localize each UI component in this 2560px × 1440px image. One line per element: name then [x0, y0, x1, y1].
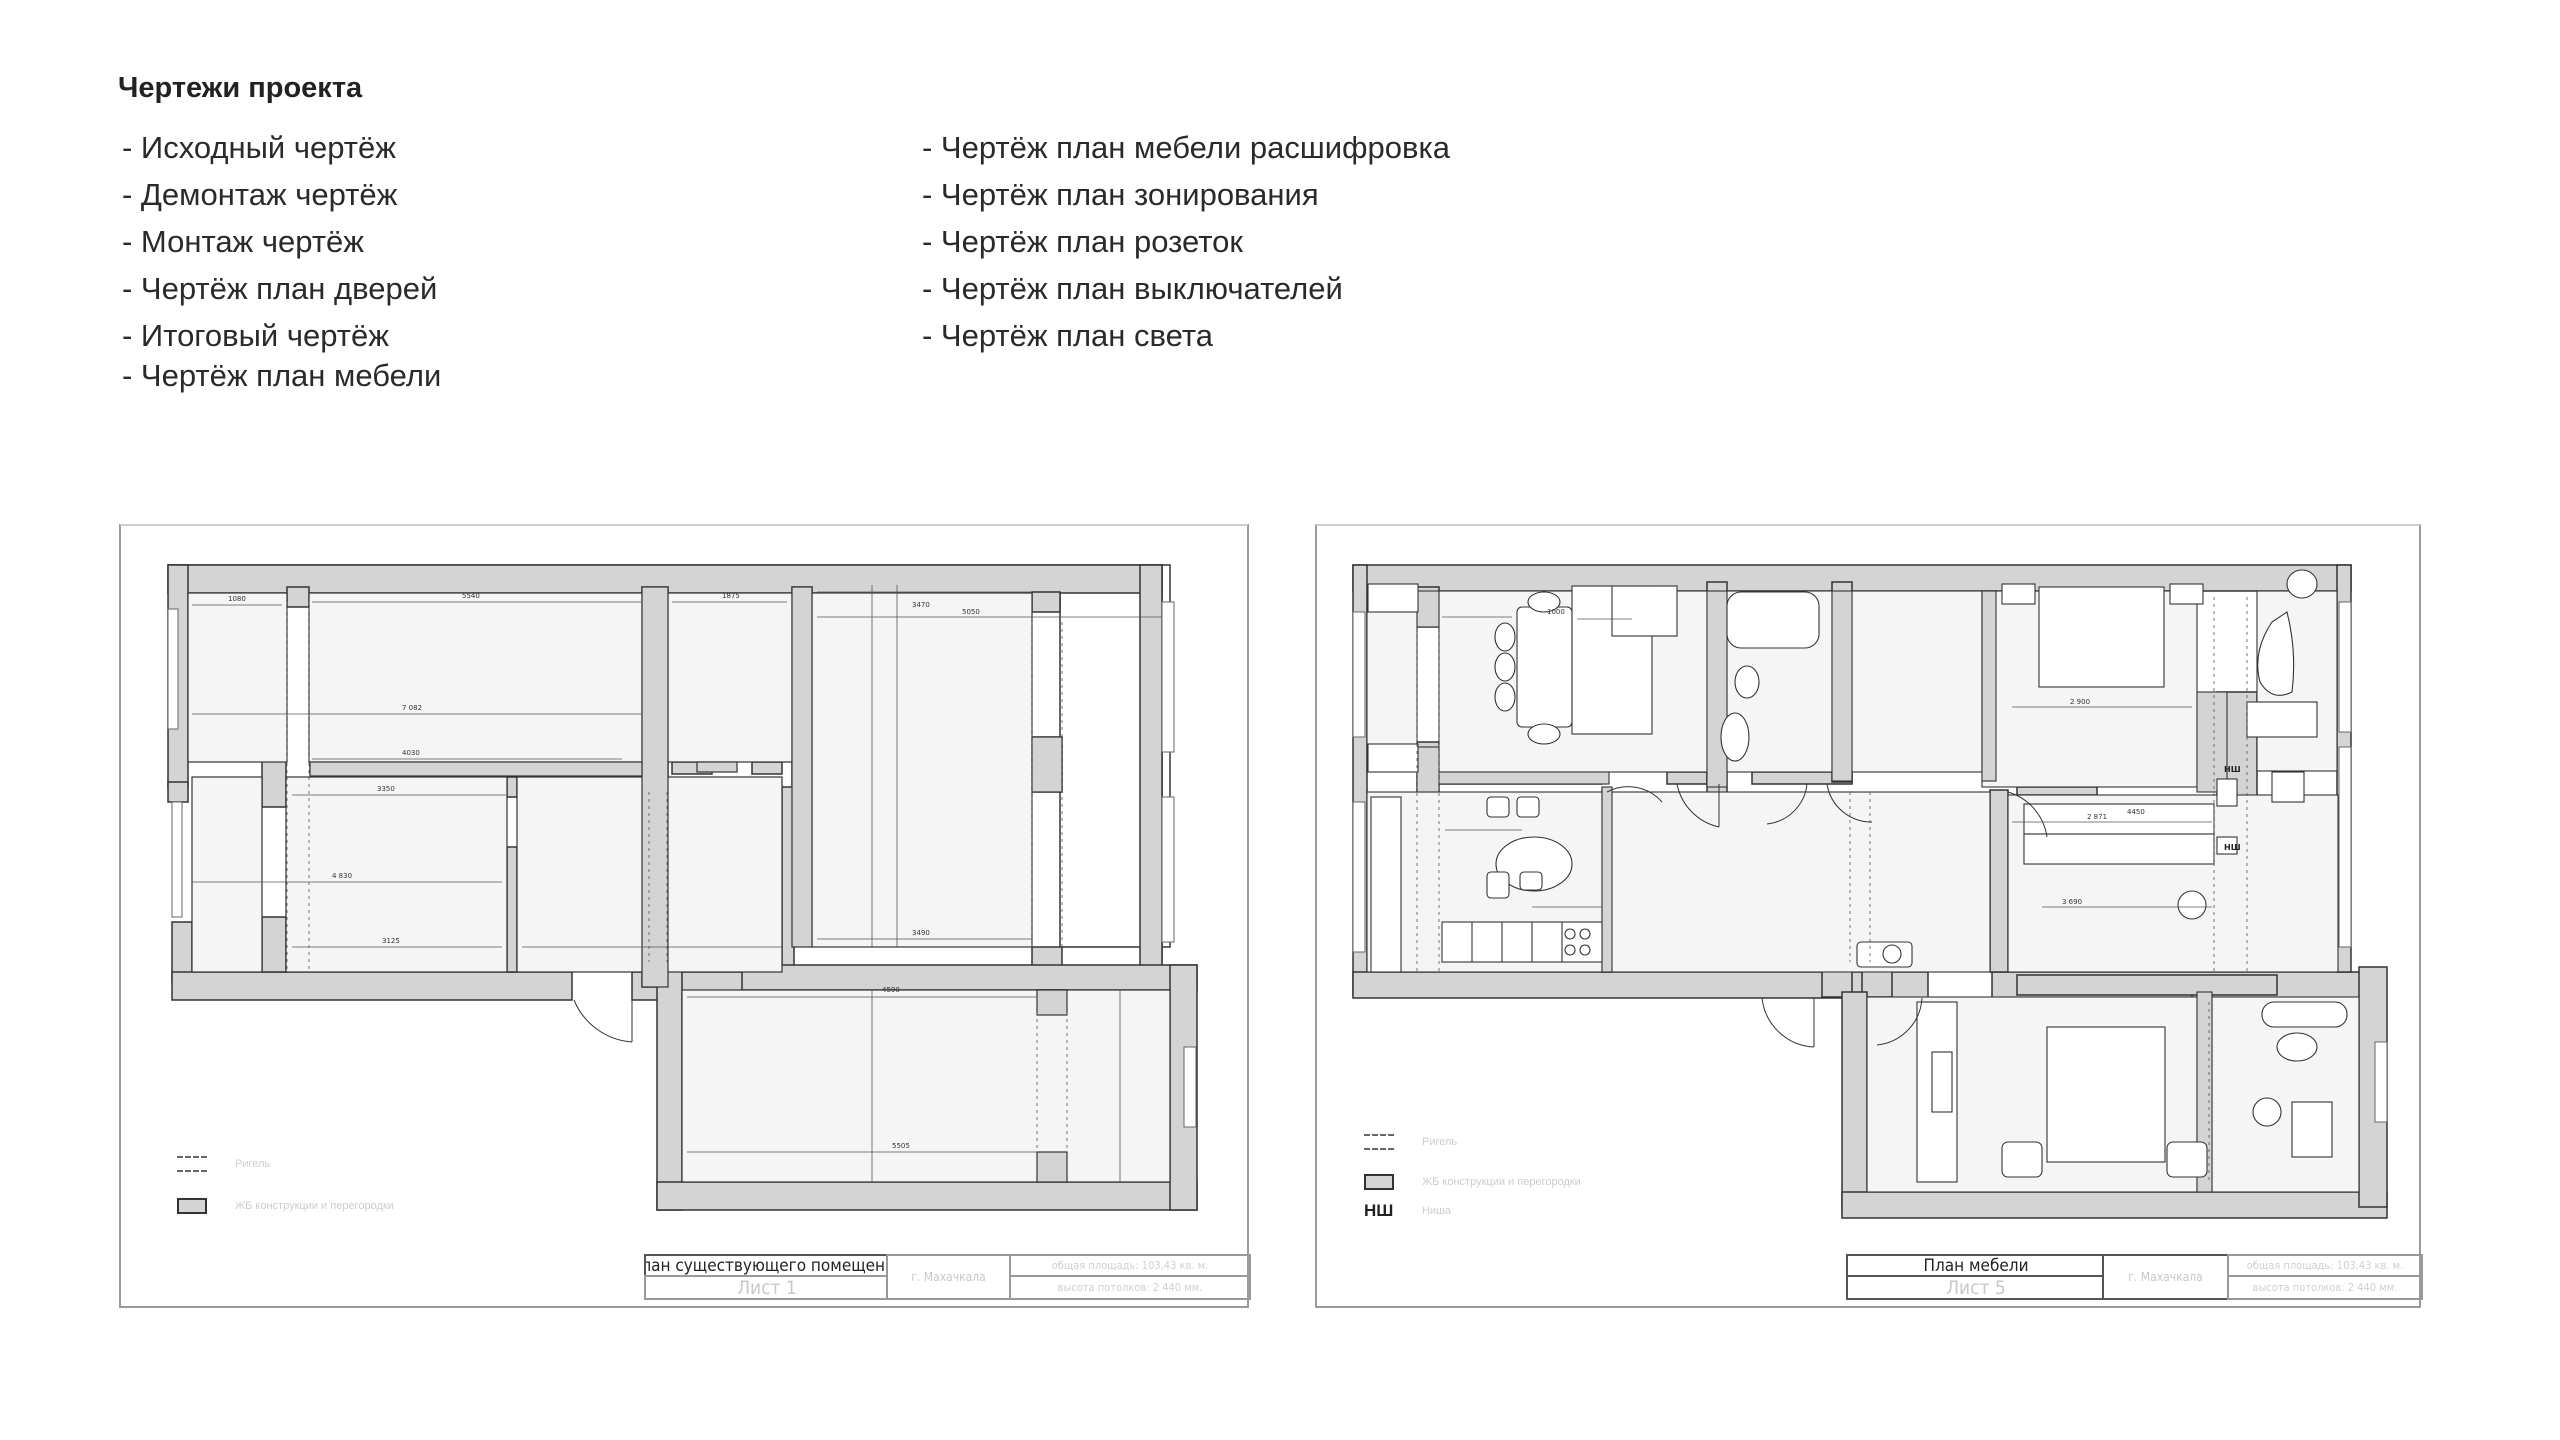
floor-plan-furniture: 1000 2 900 2 871 3 690 4450 НШ НШ — [1352, 564, 2388, 1219]
sheet-existing-plan: 1080 5540 1875 7 082 4030 3350 4 830 312… — [119, 524, 1251, 1308]
list-item: - Чертёж план дверей — [122, 271, 438, 306]
svg-text:5050: 5050 — [962, 608, 980, 616]
list-item: - Чертёж план света — [922, 318, 1213, 353]
title-block-area: общая площадь: 103,43 кв. м. — [2227, 1254, 2423, 1277]
svg-text:1875: 1875 — [722, 592, 740, 600]
title-block-ceiling: высота потолков: 2 440 мм. — [2227, 1275, 2423, 1300]
title-block-city: г. Махачкала — [2102, 1254, 2229, 1300]
svg-text:4450: 4450 — [2127, 808, 2145, 816]
floor-plan-existing: 1080 5540 1875 7 082 4030 3350 4 830 312… — [167, 564, 1198, 1211]
list-item: - Чертёж план мебели — [122, 358, 442, 393]
svg-text:1080: 1080 — [228, 595, 246, 603]
legend-beam: Ригель — [1364, 1134, 1457, 1150]
list-item: - Чертёж план розеток — [922, 224, 1243, 259]
svg-text:7 082: 7 082 — [402, 704, 422, 712]
legend-walls: ЖБ конструкции и перегородки — [1364, 1174, 1581, 1190]
list-item: - Исходный чертёж — [122, 130, 396, 165]
bed-master — [2038, 586, 2165, 688]
svg-text:3350: 3350 — [377, 785, 395, 793]
title-block-sheet: Лист 5 — [1846, 1275, 2104, 1300]
title-block-city: г. Махачкала — [886, 1254, 1011, 1300]
list-item: - Чертёж план зонирования — [922, 177, 1319, 212]
title-block-title: План существующего помещения — [644, 1254, 888, 1277]
svg-text:3125: 3125 — [382, 937, 400, 945]
sheet-furniture-plan: 1000 2 900 2 871 3 690 4450 НШ НШ Ригель… — [1315, 524, 2423, 1308]
title-block-furniture: План мебели Лист 5 г. Махачкала общая пл… — [1846, 1254, 2423, 1300]
list-item: - Итоговый чертёж — [122, 318, 389, 353]
list-item: - Чертёж план выключателей — [922, 271, 1343, 306]
wall-swatch-icon — [1364, 1174, 1394, 1190]
title-block-sheet: Лист 1 — [644, 1275, 888, 1300]
section-heading: Чертежи проекта — [118, 72, 363, 104]
svg-text:4 830: 4 830 — [332, 872, 352, 880]
svg-text:3470: 3470 — [912, 601, 930, 609]
bed-guest — [2046, 1026, 2166, 1163]
list-item: - Монтаж чертёж — [122, 224, 365, 259]
svg-text:5505: 5505 — [892, 1142, 910, 1150]
legend-walls: ЖБ конструкции и перегородки — [177, 1198, 394, 1214]
svg-text:2 900: 2 900 — [2070, 698, 2090, 706]
dashed-line-icon — [177, 1156, 207, 1172]
svg-text:4590: 4590 — [882, 986, 900, 994]
title-block-title: План мебели — [1846, 1254, 2104, 1277]
svg-text:1000: 1000 — [1547, 608, 1565, 616]
svg-text:5540: 5540 — [462, 592, 480, 600]
svg-text:2 871: 2 871 — [2087, 813, 2107, 821]
list-item: - Чертёж план мебели расшифровка — [922, 130, 1450, 165]
svg-text:3490: 3490 — [912, 929, 930, 937]
svg-text:НШ: НШ — [2224, 843, 2241, 852]
svg-text:3 690: 3 690 — [2062, 898, 2082, 906]
dining-table — [1516, 606, 1573, 728]
legend-beam: Ригель — [177, 1156, 270, 1172]
dashed-line-icon — [1364, 1134, 1394, 1150]
niche-symbol: НШ — [1364, 1201, 1394, 1220]
svg-text:НШ: НШ — [2224, 765, 2241, 774]
title-block-area: общая площадь: 103,43 кв. м. — [1009, 1254, 1251, 1277]
round-dining-table — [1495, 836, 1573, 892]
svg-text:4030: 4030 — [402, 749, 420, 757]
kitchen-counter — [1441, 921, 1603, 963]
title-block-existing: План существующего помещения Лист 1 г. М… — [644, 1254, 1251, 1300]
title-block-ceiling: высота потолков: 2 440 мм. — [1009, 1275, 1251, 1300]
legend-niche: НШ Ниша — [1364, 1201, 1452, 1220]
bathtub — [1726, 591, 1820, 649]
wall-swatch-icon — [177, 1198, 207, 1214]
list-item: - Демонтаж чертёж — [122, 177, 398, 212]
